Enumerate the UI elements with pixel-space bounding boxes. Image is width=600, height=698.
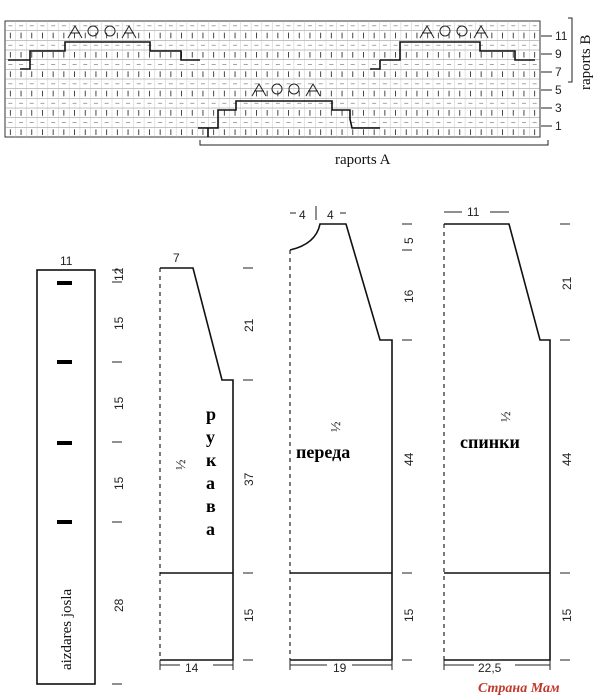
back-outline [444, 223, 551, 661]
front-outline [289, 223, 393, 661]
yarn-over-icon [271, 83, 283, 95]
yarn-over-icon [439, 25, 451, 37]
row-number: 3 [555, 101, 562, 115]
chart-grid [5, 21, 540, 138]
watermark: Страна Мам [478, 681, 560, 696]
back-bottom-width: 22,5 [478, 661, 502, 675]
yarn-over-icon [87, 25, 99, 37]
lace-motif-right [419, 25, 489, 39]
left-decrease-icon [251, 83, 267, 97]
front-dim: 16 [402, 289, 416, 303]
sleeve-top-width: 7 [173, 251, 180, 265]
left-decrease-icon [419, 25, 435, 39]
yarn-over-icon [104, 25, 116, 37]
front-dim: 15 [402, 608, 416, 622]
raports-b-label: raports B [578, 35, 594, 90]
sleeve-label-letter: а [206, 519, 215, 539]
yarn-over-icon [456, 25, 468, 37]
row-number: 11 [555, 29, 568, 43]
back-label: спинки [460, 432, 520, 452]
sleeve-label-letter: в [206, 496, 216, 516]
front-piece: 4 4 19 ½ переда 5 16 44 15 [289, 206, 416, 675]
lace-motif-center [251, 83, 321, 97]
band-width-label: 11 [60, 254, 73, 268]
sleeve-bottom-width: 14 [185, 661, 199, 675]
sleeve-label-letter: к [206, 450, 217, 470]
band-dim: 15 [112, 396, 126, 410]
right-decrease-icon [305, 83, 321, 97]
band-dim: 15 [112, 316, 126, 330]
front-shoulder-width: 4 [327, 208, 334, 222]
row-number: 5 [555, 83, 562, 97]
button-band-piece: 11 aizdares josla 12 15 15 15 28 [36, 254, 126, 685]
back-piece: 11 22,5 ½ спинки 21 44 15 [443, 205, 574, 675]
sleeve-dim: 21 [242, 318, 256, 332]
raports-a-label: raports A [335, 152, 391, 168]
row-number: 1 [555, 119, 562, 133]
back-dim: 44 [560, 452, 574, 466]
button-band-outline [36, 269, 96, 685]
front-label: переда [296, 442, 350, 462]
buttonholes [57, 281, 72, 524]
yarn-over-icon [288, 83, 300, 95]
row-number: 9 [555, 47, 562, 61]
right-decrease-icon [473, 25, 489, 39]
sleeve-piece: 7 14 ½ р у к а в а 21 37 15 [159, 251, 256, 675]
band-dim: 12 [112, 267, 126, 281]
sleeve-half-mark: ½ [174, 460, 189, 471]
back-dim: 21 [560, 276, 574, 290]
front-bottom-width: 19 [333, 661, 347, 675]
front-neck-width: 4 [299, 208, 306, 222]
front-dim: 44 [402, 452, 416, 466]
pattern-lines [8, 41, 535, 137]
raports-b-bracket [568, 17, 573, 83]
sleeve-label-letter: а [206, 473, 215, 493]
band-dimension-ticks [112, 269, 122, 685]
back-half-mark: ½ [499, 412, 514, 423]
band-dim: 28 [112, 598, 126, 612]
chart-knit-stitches [8, 25, 537, 136]
row-numbers: 11 9 7 5 3 1 [541, 29, 568, 133]
back-dim: 15 [560, 608, 574, 622]
band-dim: 15 [112, 476, 126, 490]
button-band-label: aizdares josla [59, 588, 75, 670]
sleeve-label-letter: р [206, 404, 216, 424]
sleeve-label-letter: у [206, 427, 215, 447]
sleeve-dim: 15 [242, 608, 256, 622]
front-dim: 5 [402, 237, 416, 244]
sleeve-outline [160, 267, 234, 661]
row-number: 7 [555, 65, 562, 79]
raports-a-bracket [199, 140, 549, 146]
back-top-width: 11 [467, 205, 480, 219]
right-decrease-icon [121, 25, 137, 39]
front-half-mark: ½ [329, 422, 344, 433]
stitch-chart: 11 9 7 5 3 1 raports B raports A [4, 17, 594, 168]
lace-motif-left [67, 25, 137, 39]
sleeve-dim: 37 [242, 472, 256, 486]
left-decrease-icon [67, 25, 83, 39]
